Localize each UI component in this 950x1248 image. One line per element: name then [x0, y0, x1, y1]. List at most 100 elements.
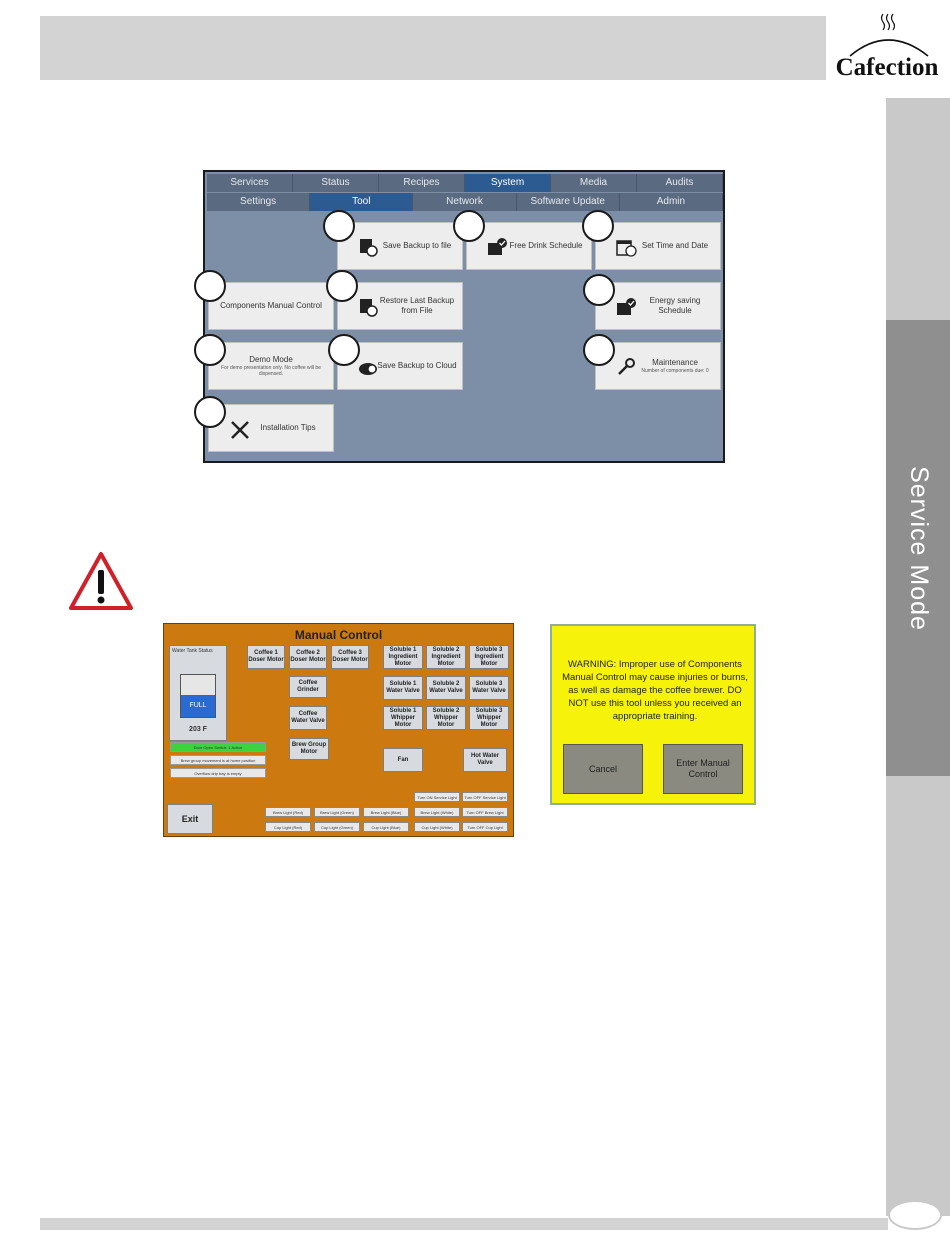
save-file-icon — [360, 239, 378, 257]
wrench-icon — [618, 358, 635, 375]
side-tab-upper — [886, 98, 950, 320]
tab-services[interactable]: Services — [207, 174, 293, 192]
water-tank-status-title: Water Tank Status — [172, 648, 213, 654]
save-backup-file-button[interactable]: Save Backup to file — [337, 222, 463, 270]
brew-group-button[interactable]: Brew Group Motor — [289, 738, 329, 760]
callout-marker — [453, 210, 485, 242]
warning-message: WARNING: Improper use of Components Manu… — [562, 659, 748, 722]
brew-light-green-button[interactable]: Brew Light (Green) — [314, 807, 360, 817]
tab-recipes[interactable]: Recipes — [379, 174, 465, 192]
restore-file-icon — [360, 299, 378, 317]
installation-tips-button[interactable]: Installation Tips — [208, 404, 334, 452]
tab-network[interactable]: Network — [413, 193, 517, 211]
callout-marker — [583, 334, 615, 366]
tab-audits[interactable]: Audits — [637, 174, 723, 192]
maintenance-button[interactable]: Maintenance Number of components due: 0 — [595, 342, 721, 390]
tab-status[interactable]: Status — [293, 174, 379, 192]
water-tank-graphic: FULL — [180, 674, 216, 718]
cup-light-blue-button[interactable]: Cup Light (Blue) — [363, 822, 409, 832]
soluble2-whipper-button[interactable]: Soluble 2 Whipper Motor — [426, 706, 466, 730]
save-backup-file-label: Save Backup to file — [382, 241, 452, 250]
components-manual-control-label: Components Manual Control — [220, 301, 322, 310]
brew-light-red-button[interactable]: Brew Light (Red) — [265, 807, 311, 817]
coffee-water-button[interactable]: Coffee Water Valve — [289, 706, 327, 730]
section-label-container: Service Mode — [886, 320, 950, 776]
coffee1-doser-button[interactable]: Coffee 1 Doser Motor — [247, 645, 285, 669]
turn-off-cup-light-button[interactable]: Turn OFF Cup Light — [462, 822, 508, 832]
status-message: Overflow drip tray is empty — [170, 768, 266, 778]
soluble3-whipper-button[interactable]: Soluble 3 Whipper Motor — [469, 706, 509, 730]
energy-saving-schedule-button[interactable]: Energy saving Schedule — [595, 282, 721, 330]
manual-control-title: Manual Control — [294, 628, 383, 642]
status-message: Door Open Switch: 1 Active — [170, 742, 266, 752]
cup-light-red-button[interactable]: Cup Light (Red) — [265, 822, 311, 832]
demo-mode-sublabel: For demo presentation only. No coffee wi… — [221, 365, 321, 377]
tab-media[interactable]: Media — [551, 174, 637, 192]
maintenance-sublabel: Number of components due: 0 — [641, 368, 709, 374]
callout-marker — [328, 334, 360, 366]
fan-button[interactable]: Fan — [383, 748, 423, 772]
set-time-date-label: Set Time and Date — [641, 241, 709, 250]
save-backup-cloud-label: Save Backup to Cloud — [377, 361, 457, 370]
hot-water-button[interactable]: Hot Water Valve — [463, 748, 507, 772]
header-bar — [40, 16, 826, 80]
cup-light-green-button[interactable]: Cup Light (Green) — [314, 822, 360, 832]
brew-light-blue-button[interactable]: Brew Light (Blue) — [363, 807, 409, 817]
restore-backup-button[interactable]: Restore Last Backup from File — [337, 282, 463, 330]
tab-tool[interactable]: Tool — [310, 193, 414, 211]
callout-marker — [323, 210, 355, 242]
tools-icon — [231, 421, 249, 439]
soluble1-water-button[interactable]: Soluble 1 Water Valve — [383, 676, 423, 700]
set-time-date-button[interactable]: Set Time and Date — [595, 222, 721, 270]
cup-light-white-button[interactable]: Cup Light (White) — [414, 822, 460, 832]
demo-mode-label: Demo Mode — [249, 355, 293, 364]
coffee3-doser-button[interactable]: Coffee 3 Doser Motor — [331, 645, 369, 669]
callout-marker — [194, 396, 226, 428]
cloud-icon — [359, 363, 377, 375]
exit-button[interactable]: Exit — [167, 804, 213, 834]
turn-off-service-light-button[interactable]: Turn OFF Service Light — [462, 792, 508, 802]
status-message: Brew group movement is at home position — [170, 755, 266, 765]
tab-system[interactable]: System — [465, 174, 551, 192]
calendar-clock-icon — [488, 238, 507, 255]
components-manual-control-button[interactable]: Components Manual Control — [208, 282, 334, 330]
section-label: Service Mode — [904, 465, 933, 631]
warning-icon — [69, 552, 133, 610]
calendar-clock-icon — [616, 240, 637, 257]
footer-bar — [40, 1218, 888, 1230]
warning-dialog: WARNING: Improper use of Components Manu… — [550, 624, 756, 805]
tank-temperature: 203 F — [189, 726, 207, 733]
soluble1-ingredient-button[interactable]: Soluble 1 Ingredient Motor — [383, 645, 423, 669]
free-drink-schedule-button[interactable]: Free Drink Schedule — [466, 222, 592, 270]
energy-saving-schedule-label: Energy saving Schedule — [649, 296, 701, 315]
steam-arc-icon — [849, 13, 929, 57]
demo-mode-button[interactable]: Demo Mode For demo presentation only. No… — [208, 342, 334, 390]
tab-software-update[interactable]: Software Update — [517, 193, 620, 211]
cancel-button[interactable]: Cancel — [563, 744, 643, 794]
soluble3-water-button[interactable]: Soluble 3 Water Valve — [469, 676, 509, 700]
tab-settings[interactable]: Settings — [207, 193, 311, 211]
soluble2-ingredient-button[interactable]: Soluble 2 Ingredient Motor — [426, 645, 466, 669]
callout-marker — [326, 270, 358, 302]
coffee-grinder-button[interactable]: Coffee Grinder — [289, 676, 327, 698]
side-tab-lower — [886, 776, 950, 1216]
soluble1-whipper-button[interactable]: Soluble 1 Whipper Motor — [383, 706, 423, 730]
callout-marker — [194, 270, 226, 302]
cafection-logo: Cafection — [828, 10, 946, 81]
manual-control-screen: Manual Control Water Tank Status FULL 20… — [163, 623, 514, 837]
installation-tips-label: Installation Tips — [260, 423, 316, 432]
calendar-check-icon — [617, 298, 636, 315]
free-drink-schedule-label: Free Drink Schedule — [509, 241, 583, 250]
soluble2-water-button[interactable]: Soluble 2 Water Valve — [426, 676, 466, 700]
soluble3-ingredient-button[interactable]: Soluble 3 Ingredient Motor — [469, 645, 509, 669]
enter-manual-control-button[interactable]: Enter Manual Control — [663, 744, 743, 794]
turn-on-service-light-button[interactable]: Turn ON Service Light — [414, 792, 460, 802]
maintenance-label: Maintenance — [652, 358, 698, 367]
tab-admin[interactable]: Admin — [620, 193, 724, 211]
page-number-badge — [888, 1200, 942, 1230]
turn-off-brew-light-button[interactable]: Turn OFF Brew Light — [462, 807, 508, 817]
brew-light-white-button[interactable]: Brew Light (White) — [414, 807, 460, 817]
coffee2-doser-button[interactable]: Coffee 2 Doser Motor — [289, 645, 327, 669]
main-tabs: Services Status Recipes System Media Aud… — [207, 174, 723, 192]
